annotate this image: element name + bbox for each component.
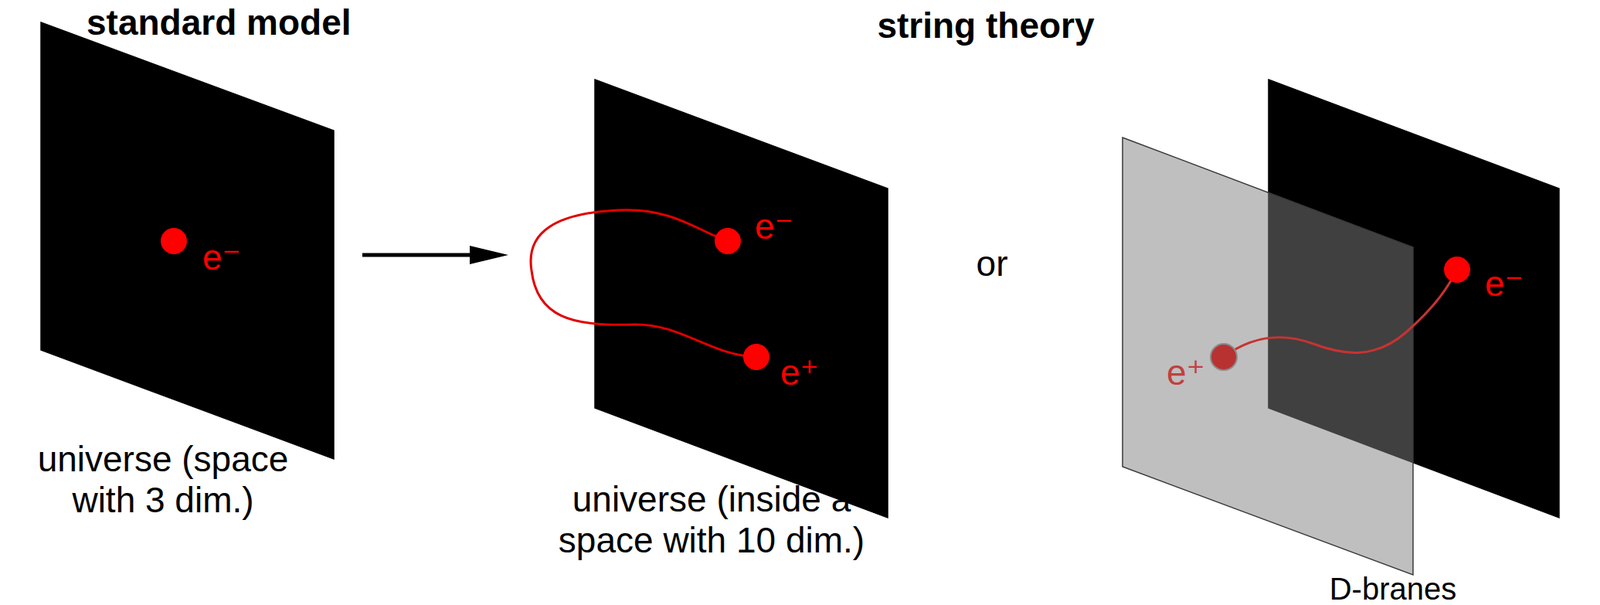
- panel-caption: universe (inside a space with 10 dim.): [464, 478, 959, 561]
- transition-arrow: [362, 253, 493, 258]
- particle-label: e⁺: [1166, 352, 1206, 394]
- electron-dot: [160, 227, 187, 255]
- universe-panel: universe (space with 3 dim.): [40, 22, 334, 459]
- brane-sheet: [1122, 137, 1414, 575]
- electron-dot: [1443, 256, 1471, 283]
- positron-dot: [743, 343, 770, 371]
- panel-caption: D-branes: [1292, 573, 1494, 605]
- electron-dot: [714, 227, 741, 255]
- universe-panel: universe (inside a space with 10 dim.): [594, 79, 888, 518]
- brane-sheet: [40, 22, 334, 459]
- conjunction-text: or: [976, 243, 1009, 285]
- particle-label: e⁻: [202, 237, 242, 279]
- panel-outline: [594, 79, 888, 518]
- panel-caption: universe (space with 3 dim.): [0, 438, 326, 521]
- particle-label: e⁻: [754, 206, 794, 248]
- d-brane-pair: D-branes: [1122, 79, 1560, 575]
- particle-label: e⁺: [780, 352, 819, 394]
- panel-outline: [1122, 79, 1560, 575]
- panel-outline: [40, 22, 334, 459]
- positron-dot: [1210, 343, 1237, 371]
- particle-label: e⁻: [1484, 263, 1524, 305]
- section-heading: standard model: [86, 2, 352, 44]
- section-heading: string theory: [876, 5, 1094, 47]
- brane-sheet: [594, 79, 888, 518]
